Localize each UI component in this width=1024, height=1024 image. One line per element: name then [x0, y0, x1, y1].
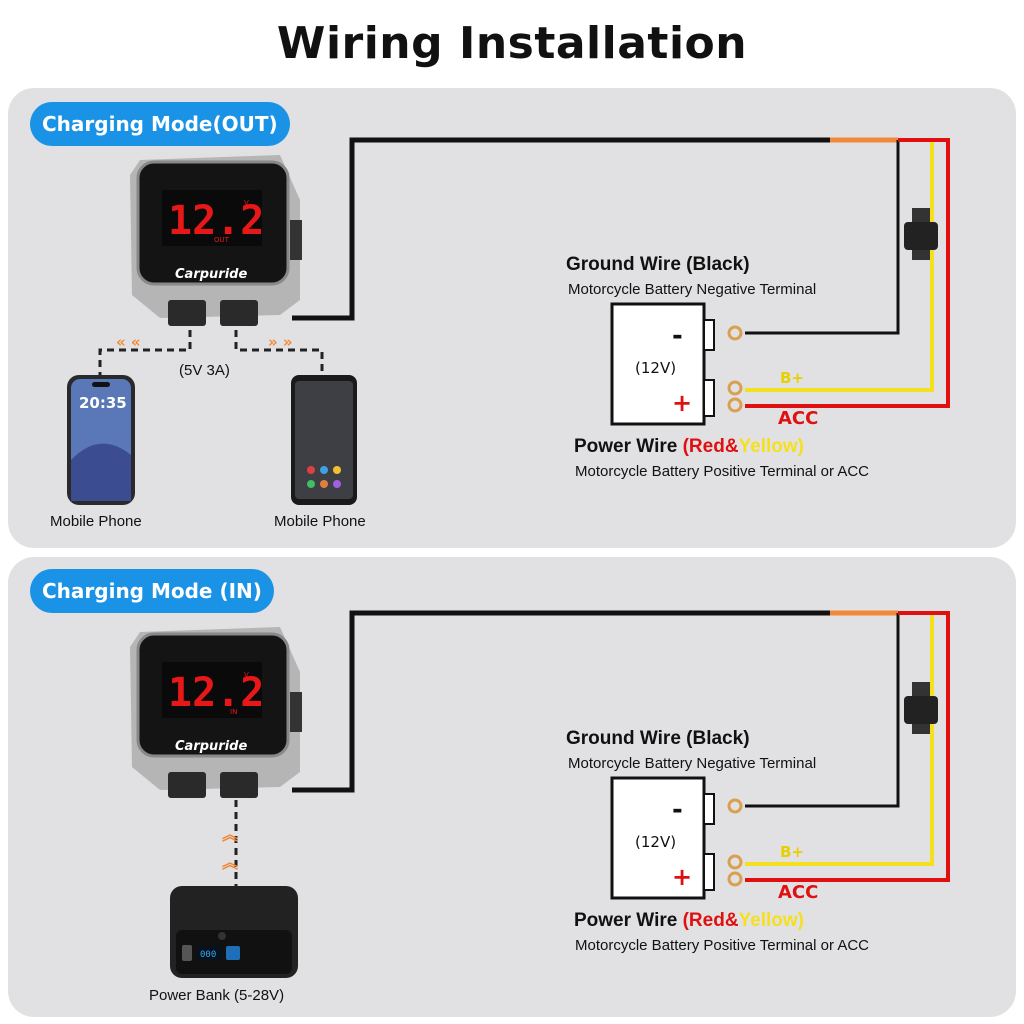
- device-unit: V: [244, 199, 249, 207]
- power-bank-icon: 000: [170, 886, 298, 978]
- page-title: Wiring Installation: [276, 18, 748, 69]
- device-unit: V: [244, 671, 249, 679]
- device-mode-label: IN: [230, 708, 237, 716]
- battery-neg-sign: -: [672, 321, 683, 351]
- b-plus-label: B+: [780, 843, 804, 861]
- fuse-holder-icon: [904, 208, 938, 260]
- mode-badge-out: Charging Mode(OUT): [30, 102, 290, 146]
- battery-icon-in: - (12V) +: [610, 776, 715, 900]
- power-wire-red: (Red&: [682, 436, 739, 457]
- arrow-up-in-1: ︽: [222, 825, 238, 844]
- mode-badge-in: Charging Mode (IN): [30, 569, 274, 613]
- phone-right-label: Mobile Phone: [274, 513, 366, 530]
- power-wire-desc: Motorcycle Battery Positive Terminal or …: [575, 463, 869, 480]
- power-wire-red: (Red&: [682, 910, 739, 931]
- power-wire-title: Power Wire (Red&Yellow): [574, 436, 804, 458]
- power-wire-desc: Motorcycle Battery Positive Terminal or …: [575, 937, 869, 954]
- acc-label: ACC: [778, 882, 818, 903]
- ground-wire-desc: Motorcycle Battery Negative Terminal: [568, 281, 817, 298]
- charger-device-out: 12.2 V OUT Carpuride: [130, 155, 302, 326]
- ring-terminal-icon: [727, 798, 743, 887]
- output-spec: (5V 3A): [179, 362, 230, 379]
- power-wire-yellow: Yellow): [738, 910, 805, 931]
- battery-neg-sign: -: [672, 795, 683, 825]
- ring-terminal-icon: [727, 325, 743, 413]
- b-plus-label: B+: [780, 369, 804, 387]
- fuse-holder-icon: [904, 682, 938, 734]
- power-wire-title: Power Wire (Red&Yellow): [574, 910, 804, 932]
- battery-icon-out: - (12V) +: [610, 302, 715, 426]
- power-wire-prefix: Power Wire: [574, 436, 683, 457]
- acc-label: ACC: [778, 408, 818, 429]
- ground-wire-desc: Motorcycle Battery Negative Terminal: [568, 755, 817, 772]
- arrow-up-in-2: ︽: [222, 853, 238, 872]
- ground-wire-title: Ground Wire (Black): [566, 254, 750, 275]
- device-mode-label: OUT: [214, 236, 230, 244]
- battery-voltage: (12V): [635, 833, 676, 851]
- battery-voltage: (12V): [635, 359, 676, 377]
- battery-pos-sign: +: [672, 863, 692, 891]
- phone-left-label: Mobile Phone: [50, 513, 142, 530]
- charger-device-in: 12.2 V IN Carpuride: [130, 627, 302, 798]
- power-bank-label: Power Bank (5-28V): [149, 987, 285, 1004]
- device-brand: Carpuride: [175, 739, 247, 754]
- phone-right-icon: [291, 375, 357, 505]
- power-wire-prefix: Power Wire: [574, 910, 683, 931]
- arrow-left-out: « «: [116, 333, 141, 351]
- ground-wire-title: Ground Wire (Black): [566, 728, 750, 749]
- device-brand: Carpuride: [175, 267, 247, 282]
- power-bank-display: 000: [200, 950, 216, 960]
- device-voltage-reading: 12.2: [168, 670, 264, 716]
- arrow-right-out: » »: [268, 333, 293, 351]
- power-wire-yellow: Yellow): [738, 436, 805, 457]
- phone-left-icon: 20:35: [67, 375, 135, 505]
- battery-pos-sign: +: [672, 389, 692, 417]
- device-voltage-reading: 12.2: [168, 198, 264, 244]
- phone-time: 20:35: [79, 394, 127, 412]
